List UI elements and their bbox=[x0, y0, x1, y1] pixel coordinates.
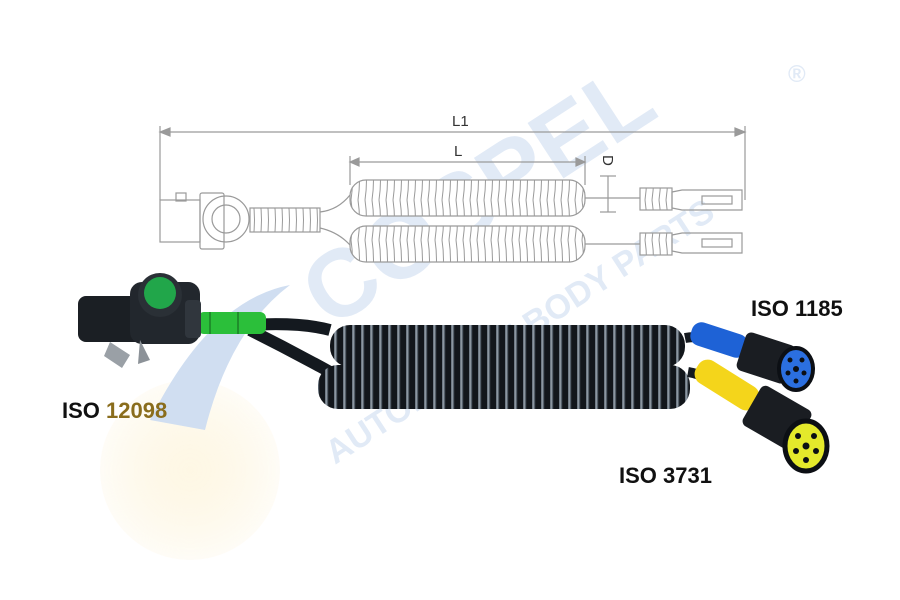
label-iso-12098: ISO 12098 bbox=[62, 398, 167, 424]
outline-plug-upper-window bbox=[701, 195, 733, 205]
socket-outline-ring bbox=[202, 195, 250, 243]
outline-coil-lower bbox=[349, 225, 586, 263]
dimension-l1-label: L1 bbox=[452, 113, 469, 130]
technical-drawing bbox=[158, 126, 747, 263]
product-photo bbox=[78, 273, 830, 474]
dimension-arrow-right bbox=[734, 127, 747, 137]
outline-coil-upper bbox=[349, 179, 586, 217]
socket-outline-sleeve bbox=[249, 207, 321, 233]
watermark-yellow-disc bbox=[100, 380, 280, 560]
outline-cable-upper-in bbox=[319, 194, 351, 213]
yellow-strain-relief bbox=[694, 359, 760, 411]
socket-outline-hole bbox=[211, 204, 241, 234]
label-iso-12098-number: 12098 bbox=[106, 398, 168, 423]
dimension-d-label: D bbox=[599, 155, 616, 166]
outline-plug-lower-window bbox=[701, 238, 733, 248]
label-iso-1185: ISO 1185 bbox=[751, 296, 843, 321]
outline-strain-relief-lower bbox=[639, 232, 673, 256]
blue-strain-relief bbox=[690, 322, 748, 358]
outline-plug-lower bbox=[671, 232, 743, 254]
socket-outline-body bbox=[159, 199, 201, 243]
coil-lower bbox=[318, 365, 690, 409]
label-iso-3731: ISO 3731 bbox=[619, 463, 712, 488]
label-iso-12098-prefix: ISO bbox=[62, 398, 107, 423]
dimension-l-label: L bbox=[454, 143, 462, 160]
outline-strain-relief-upper bbox=[639, 187, 673, 211]
outline-plug-upper bbox=[671, 189, 743, 211]
dimension-l-arrow-left bbox=[348, 157, 360, 167]
coil-upper bbox=[330, 325, 685, 367]
lead-cable-lower bbox=[247, 324, 333, 378]
watermark-swoosh bbox=[150, 285, 290, 430]
green-sleeve bbox=[198, 312, 266, 334]
dimension-l-arrow-right bbox=[575, 157, 587, 167]
socket-green-cap bbox=[144, 277, 176, 309]
socket-outline-latch bbox=[175, 192, 187, 202]
outline-cable-lower-in bbox=[319, 227, 351, 246]
dimension-arrow-left bbox=[158, 127, 171, 137]
watermark-registered: ® bbox=[788, 61, 806, 88]
socket-outline-flange bbox=[199, 192, 225, 250]
socket-latch bbox=[104, 342, 130, 368]
